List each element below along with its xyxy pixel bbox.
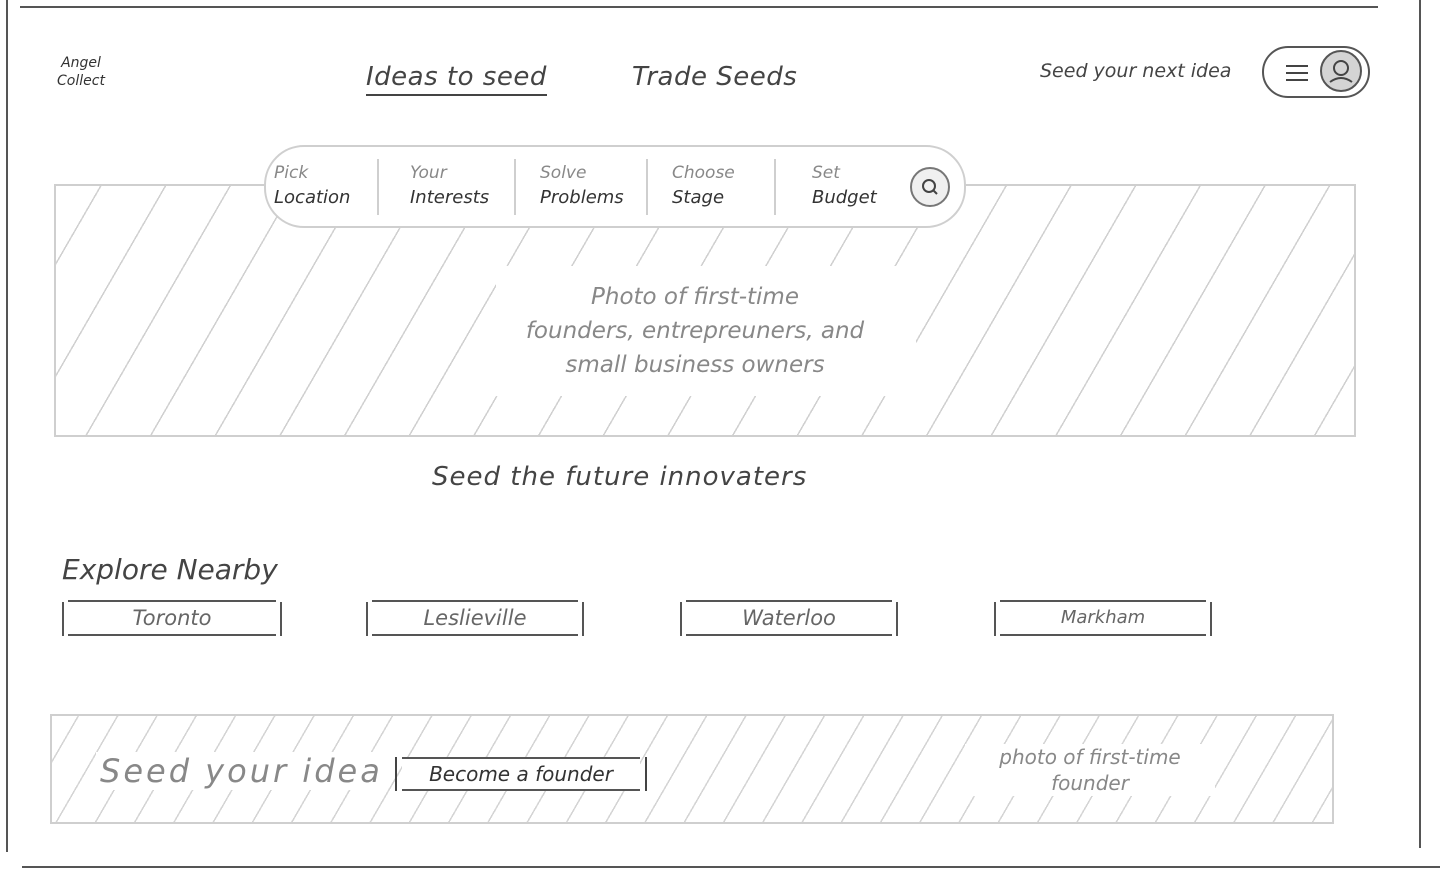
filter-hint: Choose	[672, 163, 735, 183]
frame-top-border	[20, 6, 1378, 8]
filter-problems[interactable]: Solve Problems	[540, 161, 624, 217]
frame-right-border	[1419, 0, 1421, 848]
nav-trade-seeds[interactable]: Trade Seeds	[632, 62, 798, 92]
search-icon	[922, 179, 938, 195]
filter-stage[interactable]: Choose Stage	[672, 161, 735, 217]
user-menu-button[interactable]	[1262, 46, 1370, 98]
location-chip-waterloo[interactable]: Waterloo	[680, 600, 898, 636]
search-button[interactable]	[910, 167, 950, 207]
become-founder-button[interactable]: Become a founder	[395, 757, 647, 791]
logo[interactable]: Angel Collect	[56, 54, 106, 90]
banner-title: Seed your idea	[96, 752, 387, 790]
seed-next-idea-link[interactable]: Seed your next idea	[1040, 60, 1232, 82]
filter-budget[interactable]: Set Budget	[812, 161, 877, 217]
banner-photo-caption-line: photo of first-time	[999, 745, 1181, 769]
location-chip-markham[interactable]: Markham	[994, 600, 1212, 636]
filter-label: Interests	[410, 187, 490, 208]
filter-hint: Your	[410, 163, 447, 183]
nav-ideas-to-seed[interactable]: Ideas to seed	[366, 62, 547, 96]
hero-caption-line: founders, entrepreuners, and	[525, 318, 865, 344]
hero-caption-line: small business owners	[565, 352, 825, 378]
hero-caption: Photo of first-time founders, entrepreun…	[500, 280, 890, 382]
filter-label: Location	[274, 187, 351, 208]
banner-photo-caption-line: founder	[1051, 771, 1129, 795]
location-chip-toronto[interactable]: Toronto	[62, 600, 282, 636]
tagline: Seed the future innovaters	[432, 462, 808, 492]
explore-nearby-title: Explore Nearby	[62, 553, 278, 586]
divider	[646, 159, 648, 215]
banner-photo-placeholder: photo of first-time founder	[965, 744, 1215, 796]
hamburger-icon	[1286, 65, 1308, 86]
filter-interests[interactable]: Your Interests	[410, 161, 489, 217]
hero-caption-line: Photo of first-time	[591, 284, 799, 310]
logo-line-2: Collect	[57, 73, 105, 89]
filter-label: Budget	[812, 187, 877, 208]
frame-left-border	[6, 0, 8, 852]
hero-caption-backdrop	[496, 266, 916, 396]
divider	[774, 159, 776, 215]
frame-bottom-border	[22, 866, 1440, 868]
filter-label: Stage	[672, 187, 725, 208]
filter-location[interactable]: Pick Location	[274, 161, 350, 217]
filter-hint: Pick	[274, 163, 309, 183]
filter-label: Problems	[540, 187, 624, 208]
filter-hint: Solve	[540, 163, 587, 183]
filter-hint: Set	[812, 163, 840, 183]
user-avatar-icon	[1320, 50, 1362, 92]
divider	[377, 159, 379, 215]
logo-line-1: Angel	[61, 55, 101, 71]
search-filter-bar: Pick Location Your Interests Solve Probl…	[264, 145, 966, 228]
divider	[514, 159, 516, 215]
location-chip-leslieville[interactable]: Leslieville	[366, 600, 584, 636]
